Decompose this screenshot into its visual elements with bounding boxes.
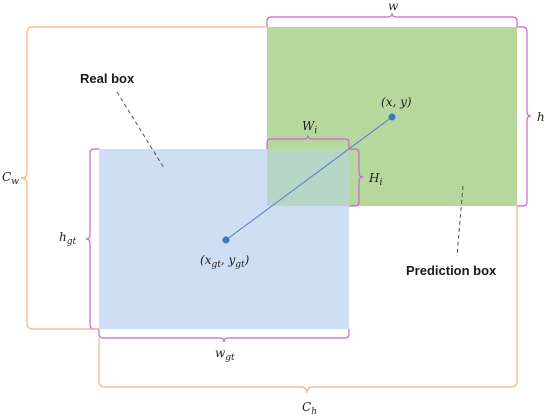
cw-sub: w [11,177,19,187]
w-bracket [266,12,518,27]
hgt-bracket [85,148,99,330]
real-center-label: (xgt, ygt) [200,253,250,270]
hgt-main: h [59,230,67,244]
ch-bracket [98,206,518,394]
real-box-label: Real box [80,71,135,86]
pc-open: ( [381,95,386,109]
cw-main: C [2,170,11,184]
hi-sub: i [379,178,382,188]
wgt-main: w [215,346,226,360]
ch-sub: h [311,407,317,417]
hi-main: H [368,171,380,185]
rc-a: x [205,253,212,267]
wi-main: W [302,119,316,133]
rc-a-sub: gt [211,260,221,270]
pc-b: y [399,95,407,109]
wgt-label: wgt [215,346,235,363]
w-main: w [388,0,399,13]
w-label: w [388,0,399,13]
h-bracket [517,26,532,207]
real-center-dot [222,236,230,244]
pc-close: ) [406,95,412,109]
h-main: h [537,110,545,124]
prediction-box-callout-line [456,185,464,257]
wi-sub: i [314,126,317,136]
center-line [225,116,393,241]
wi-bracket [266,134,350,149]
cw-bracket [20,26,267,330]
prediction-center-dot [388,113,396,121]
rc-b: y [228,253,236,267]
rc-sep: , [221,253,229,267]
cw-label: Cw [2,170,19,187]
h-label: h [537,110,545,124]
pc-sep: , [392,95,400,109]
ch-main: C [302,400,311,414]
rc-b-sub: gt [235,260,245,270]
hi-bracket [349,148,364,207]
pc-a: x [386,95,393,109]
rc-close: ) [244,253,250,267]
hgt-label: hgt [59,230,76,247]
prediction-box-label: Prediction box [406,263,497,278]
hgt-sub: gt [67,237,77,247]
wi-label: Wi [302,119,317,136]
wgt-sub: gt [225,353,235,363]
wgt-bracket [98,329,350,343]
real-box-callout-line [116,91,165,169]
ch-label: Ch [302,400,317,417]
prediction-center-label: (x, y) [381,95,412,109]
hi-label: Hi [368,171,382,188]
rc-open: ( [200,253,205,267]
